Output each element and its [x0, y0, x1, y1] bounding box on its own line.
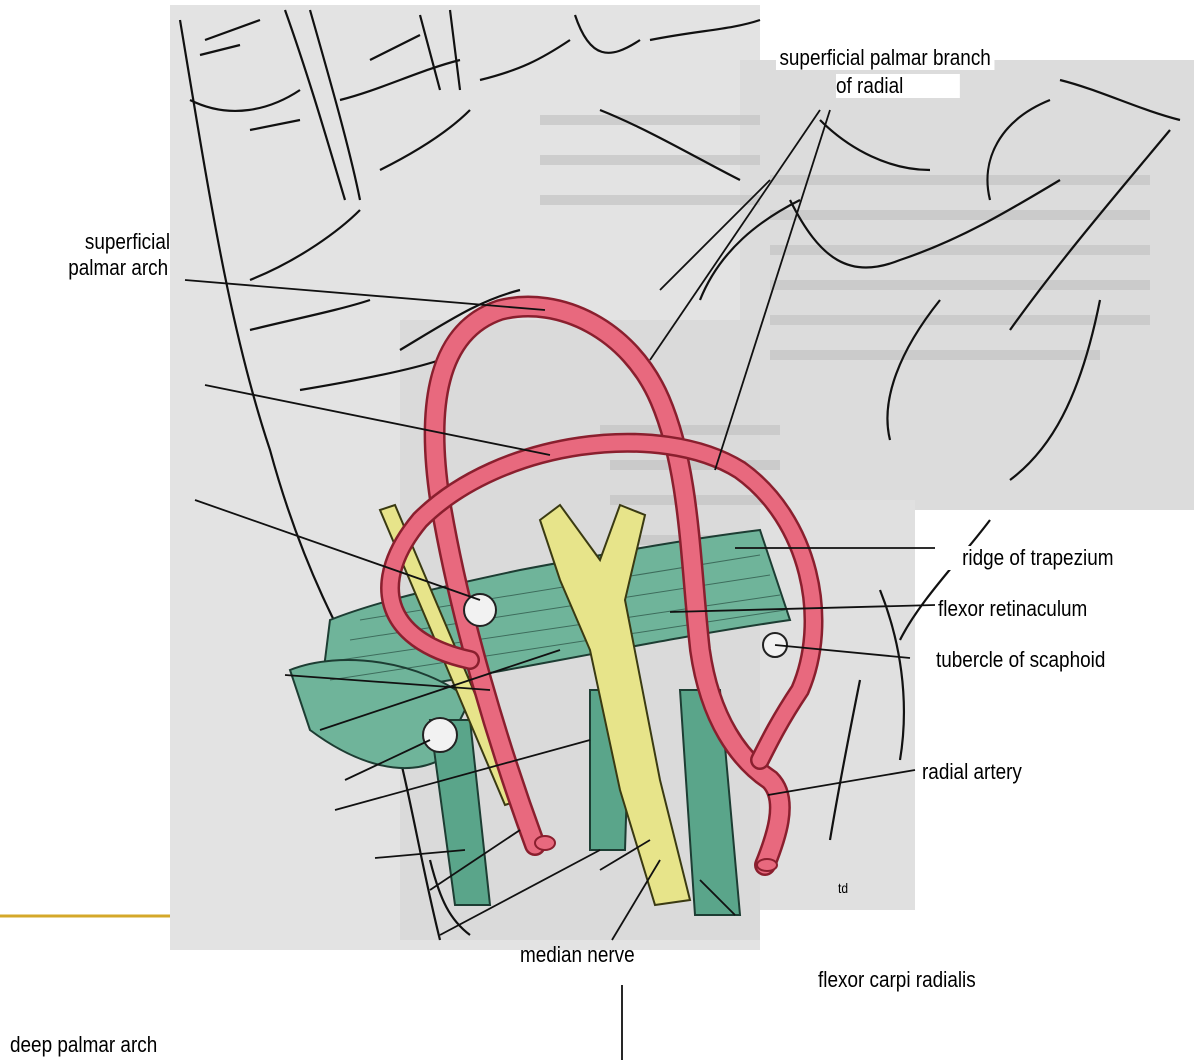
label-median-nerve: median nerve [520, 943, 635, 967]
label-flexor-retinaculum: flexor retinaculum [938, 597, 1087, 621]
label-superficial: superficial [85, 230, 170, 254]
label-flexor-carpi-radialis: flexor carpi radialis [818, 968, 976, 992]
label-ridge-of-trapezium: ridge of trapezium [938, 546, 1131, 570]
artist-mark: td [838, 880, 848, 896]
label-deep-palmar-arch: deep palmar arch [10, 1033, 157, 1057]
label-superficial-palmar-branch: superficial palmar branch [776, 46, 994, 70]
label-tubercle-of-scaphoid: tubercle of scaphoid [936, 648, 1105, 672]
label-of-radial: of radial [836, 74, 960, 98]
label-radial-artery: radial artery [922, 760, 1022, 784]
label-palmar-arch: palmar arch [68, 256, 168, 280]
